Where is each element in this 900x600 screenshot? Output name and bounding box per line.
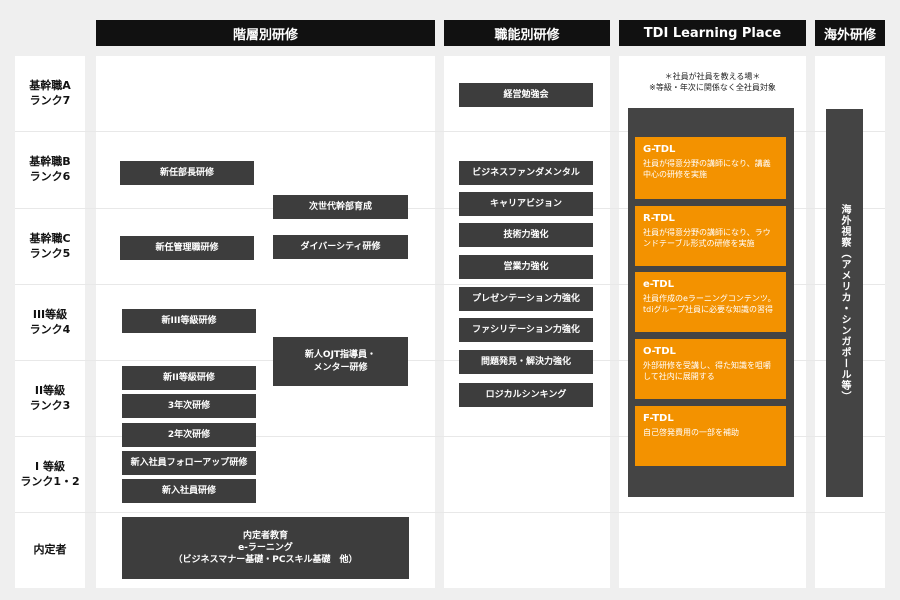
row-label-grade3: III等級 ランク4 [29,307,71,336]
functional-item: キャリアビジョン [459,192,593,216]
functional-item: ファシリテーション力強化 [459,318,593,342]
tdl-card-desc: 外部研修を受講し、得た知識を咀嚼して社内に展開する [643,361,771,381]
header-tiered: 階層別研修 [96,20,435,46]
tdl-card-title: G-TDL [643,144,676,155]
row-label-grade2: II等級 ランク3 [29,383,71,412]
tdl-card-r: R-TDL 社員が得意分野の講師になり、ラウンドテーブル形式の研修を実施 [635,206,786,266]
row-separator [15,208,885,209]
header-overseas: 海外研修 [815,20,885,46]
training-new-grade3: 新III等級研修 [122,309,256,333]
training-next-gen-leader: 次世代幹部育成 [273,195,408,219]
training-ojt-mentor: 新人OJT指導員・ メンター研修 [273,337,408,386]
header-functional: 職能別研修 [444,20,610,46]
row-separator [15,360,885,361]
functional-item: 経営勉強会 [459,83,593,107]
tdl-card-desc: 社員作成のeラーニングコンテンツ。tdiグループ社員に必要な知識の習得 [643,294,776,314]
tdl-card-title: O-TDL [643,346,676,357]
training-new-manager: 新任管理職研修 [120,236,254,260]
row-separator [15,284,885,285]
overseas-tour: 海外視察（アメリカ・シンガポール等） [826,109,863,497]
functional-item: 技術力強化 [459,223,593,247]
training-new-director: 新任部長研修 [120,161,254,185]
training-pre-hire: 内定者教育 e-ラーニング （ビジネスマナー基礎・PCスキル基礎 他） [122,517,409,579]
tdl-card-title: R-TDL [643,213,675,224]
training-new-employee: 新入社員研修 [122,479,256,503]
functional-item: プレゼンテーション力強化 [459,287,593,311]
tdl-card-desc: 自己啓発費用の一部を補助 [643,428,739,437]
row-separator [15,131,885,132]
tdl-card-title: F-TDL [643,413,674,424]
training-diversity: ダイバーシティ研修 [273,235,408,259]
row-separator [15,512,885,513]
functional-item: ビジネスファンダメンタル [459,161,593,185]
tdl-card-g: G-TDL 社員が得意分野の講師になり、講義中心の研修を実施 [635,137,786,199]
header-tdi: TDI Learning Place [619,20,806,46]
row-label-grade1: I 等級 ランク1・2 [20,459,80,488]
tdl-card-e: e-TDL 社員作成のeラーニングコンテンツ。tdiグループ社員に必要な知識の習… [635,272,786,332]
functional-item: ロジカルシンキング [459,383,593,407]
training-year2: 2年次研修 [122,423,256,447]
functional-item: 問題発見・解決力強化 [459,350,593,374]
tdl-card-f: F-TDL 自己啓発費用の一部を補助 [635,406,786,466]
tdl-card-o: O-TDL 外部研修を受講し、得た知識を咀嚼して社内に展開する [635,339,786,399]
tdl-card-desc: 社員が得意分野の講師になり、ラウンドテーブル形式の研修を実施 [643,228,771,248]
training-followup: 新入社員フォローアップ研修 [122,451,256,475]
training-year3: 3年次研修 [122,394,256,418]
training-new-grade2: 新II等級研修 [122,366,256,390]
functional-item: 営業力強化 [459,255,593,279]
tdi-note: ＊社員が社員を教える場＊ ※等級・年次に関係なく全社員対象 [649,72,776,93]
row-label-a7: 基幹職A ランク7 [29,78,71,107]
row-separator [15,436,885,437]
row-label-b6: 基幹職B ランク6 [29,155,71,183]
tdl-card-desc: 社員が得意分野の講師になり、講義中心の研修を実施 [643,159,771,179]
row-label-c5: 基幹職C ランク5 [29,231,71,260]
row-label-prehire: 内定者 [33,543,67,557]
row-label-column [15,56,85,588]
tdl-card-title: e-TDL [643,279,674,290]
